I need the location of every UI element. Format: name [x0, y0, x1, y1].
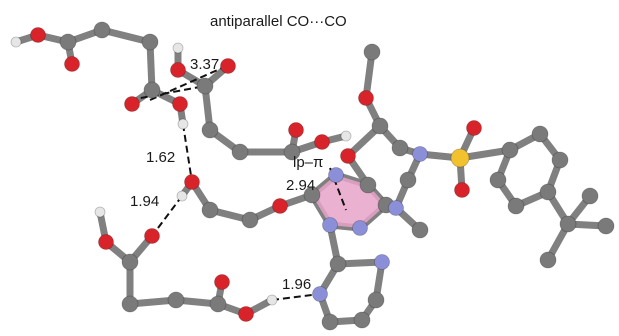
hydrogen-bond-dashed-line — [129, 85, 206, 101]
carbon-atom — [501, 141, 519, 159]
nitrogen-atom — [312, 286, 328, 302]
carbon-atom — [121, 253, 139, 271]
carbon-atom — [531, 125, 549, 143]
carbon-atom — [303, 186, 321, 204]
carbon-atom — [597, 217, 615, 235]
hydrogen-atom — [340, 130, 352, 142]
carbon-atom — [121, 295, 139, 313]
oxygen-atom — [454, 182, 470, 198]
oxygen-atom — [288, 122, 304, 138]
distance-label-1-94: 1.94 — [130, 193, 159, 210]
bond — [146, 38, 156, 94]
carbon-atom — [551, 151, 569, 169]
carbon-atom — [367, 291, 385, 309]
oxygen-atom — [124, 96, 140, 112]
hydrogen-atom — [266, 294, 278, 306]
carbon-atom — [141, 33, 159, 51]
carbon-atom — [489, 171, 507, 189]
oxygen-atom — [358, 90, 374, 106]
carbon-atom — [59, 33, 77, 51]
oxygen-atom — [466, 120, 482, 136]
carbon-atom — [283, 143, 301, 161]
carbon-atom — [371, 117, 389, 135]
nitrogen-atom — [412, 146, 428, 162]
hydrogen-bond-dashed-line — [182, 123, 193, 183]
hydrogen-atom — [176, 190, 188, 202]
oxygen-atom — [272, 198, 288, 214]
nitrogen-atom — [388, 200, 404, 216]
carbon-atom — [329, 255, 347, 273]
carbon-atom — [167, 291, 185, 309]
hydrogen-bond-dashed-line — [151, 195, 183, 237]
carbon-atom — [391, 139, 409, 157]
sulfur-atom — [450, 148, 470, 168]
nitrogen-atom — [328, 167, 344, 183]
oxygen-atom — [30, 27, 46, 43]
carbon-atom — [559, 215, 577, 233]
carbon-atom — [359, 176, 377, 194]
carbon-atom — [241, 211, 259, 229]
oxygen-atom — [64, 56, 80, 72]
carbon-atom — [201, 201, 219, 219]
carbon-atom — [399, 171, 417, 189]
carbon-atom — [209, 295, 227, 313]
nitrogen-atom — [352, 220, 368, 236]
carbon-atom — [363, 43, 381, 61]
oxygen-atom — [314, 134, 330, 150]
oxygen-atom — [214, 274, 230, 290]
oxygen-atom — [98, 234, 114, 250]
carbon-atom — [353, 311, 371, 329]
nitrogen-atom — [322, 217, 338, 233]
nitrogen-atom — [374, 254, 390, 270]
carbon-atom — [321, 313, 339, 331]
hydrogen-atom — [10, 36, 22, 48]
carbon-atom — [231, 143, 249, 161]
distance-label-1-96: 1.96 — [282, 276, 311, 293]
hydrogen-atom — [177, 118, 189, 130]
carbon-atom — [93, 21, 111, 39]
hydrogen-bond-dashed-line — [271, 293, 321, 301]
title-label: antiparallel CO···CO — [210, 13, 347, 30]
carbon-atom — [143, 81, 161, 99]
hydrogen-bond-dashed-line — [329, 167, 347, 211]
distance-label-2-94: 2.94 — [286, 177, 315, 194]
distance-label-3-37: 3.37 — [190, 56, 219, 73]
hydrogen-bond-dashed-line — [149, 67, 223, 101]
oxygen-atom — [172, 96, 188, 112]
bond — [98, 26, 154, 46]
carbon-atom — [581, 187, 599, 205]
oxygen-atom — [170, 62, 186, 78]
lp-pi-label: lp–π — [293, 154, 323, 171]
oxygen-atom — [184, 174, 200, 190]
carbon-atom — [539, 251, 557, 269]
atom-layer — [10, 21, 615, 331]
hydrogen-atom — [172, 42, 184, 54]
oxygen-atom — [238, 306, 254, 322]
oxygen-atom — [144, 228, 160, 244]
carbon-atom — [507, 197, 525, 215]
carbon-atom — [201, 121, 219, 139]
hydrogen-bond-layer — [129, 67, 347, 301]
hydrogen-atom — [94, 206, 106, 218]
carbon-atom — [196, 77, 214, 95]
oxygen-atom — [340, 148, 356, 164]
carbon-atom — [539, 183, 557, 201]
carbon-atom — [411, 221, 429, 239]
distance-label-1-62: 1.62 — [146, 149, 175, 166]
oxygen-atom — [220, 58, 236, 74]
